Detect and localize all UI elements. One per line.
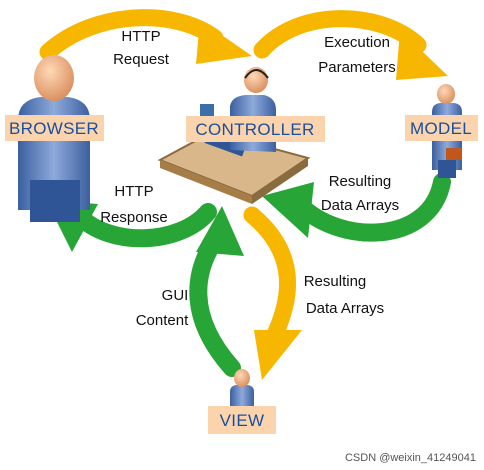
flow-label-line: Resulting <box>304 273 367 290</box>
flow-label-line: GUI <box>162 287 189 304</box>
briefcase-icon <box>446 148 462 160</box>
flow-label-line: Execution <box>324 34 390 51</box>
flow-label-controller-to-browser: HTTP Response <box>100 183 168 226</box>
arrow-controller-to-view <box>243 206 302 380</box>
view-label: VIEW <box>220 411 265 430</box>
controller-label: CONTROLLER <box>195 120 314 139</box>
arrow-model-to-controller <box>262 173 451 242</box>
arrow-controller-to-model <box>253 10 448 80</box>
flow-label-view-to-controller: GUI Content <box>136 287 189 329</box>
flow-label-controller-to-view: Resulting Data Arrays <box>304 273 384 317</box>
flow-label-line: HTTP <box>114 183 153 200</box>
flow-label-line: Data Arrays <box>321 197 399 214</box>
flow-label-line: Data Arrays <box>306 300 384 317</box>
flow-label-line: Parameters <box>318 59 396 76</box>
model-label: MODEL <box>410 119 472 138</box>
headset-icon <box>244 69 269 79</box>
flow-label-line: Content <box>136 312 189 329</box>
browser-node: BROWSER <box>5 115 104 141</box>
view-node: VIEW <box>208 406 276 434</box>
flow-label-line: Response <box>100 209 168 226</box>
flow-label-controller-to-model: Execution Parameters <box>318 34 396 76</box>
watermark: CSDN @weixin_41249041 <box>344 452 476 464</box>
arrow-view-to-controller <box>189 206 244 377</box>
controller-node: CONTROLLER <box>186 116 325 142</box>
flow-label-line: Request <box>113 51 170 68</box>
flow-label-line: HTTP <box>121 28 160 45</box>
flow-label-line: Resulting <box>329 173 392 190</box>
flow-label-browser-to-controller: HTTP Request <box>113 28 170 68</box>
model-node: MODEL <box>405 115 478 141</box>
arrow-browser-to-controller <box>39 9 252 64</box>
browser-label: BROWSER <box>9 119 99 138</box>
flow-label-model-to-controller: Resulting Data Arrays <box>321 173 399 214</box>
